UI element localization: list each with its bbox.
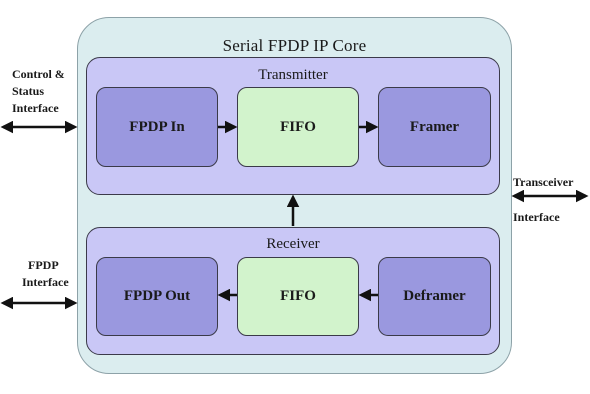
framer-block: Framer (378, 87, 491, 167)
transceiver-label-line2: Interface (513, 210, 560, 224)
control-label-line2: Status (12, 84, 45, 98)
fpdp-out-block: FPDP Out (96, 257, 218, 336)
fpdp-label-line2: Interface (22, 275, 69, 289)
fpdp-label-line1: FPDP (28, 258, 59, 272)
transceiver-label-line1: Transceiver (513, 175, 574, 189)
transmitter-title: Transmitter (258, 67, 328, 83)
control-label-line3: Interface (12, 101, 59, 115)
ip-core-title: Serial FPDP IP Core (222, 36, 367, 55)
control-status-interface-label: Control & Status Interface (12, 66, 65, 117)
control-label-line1: Control & (12, 67, 65, 81)
deframer-block: Deframer (378, 257, 491, 336)
fpdp-in-block: FPDP In (96, 87, 218, 167)
tx-fifo-block: FIFO (237, 87, 359, 167)
rx-fifo-block: FIFO (237, 257, 359, 336)
receiver-title: Receiver (266, 236, 320, 252)
fpdp-interface-label: FPDP Interface (22, 257, 69, 291)
